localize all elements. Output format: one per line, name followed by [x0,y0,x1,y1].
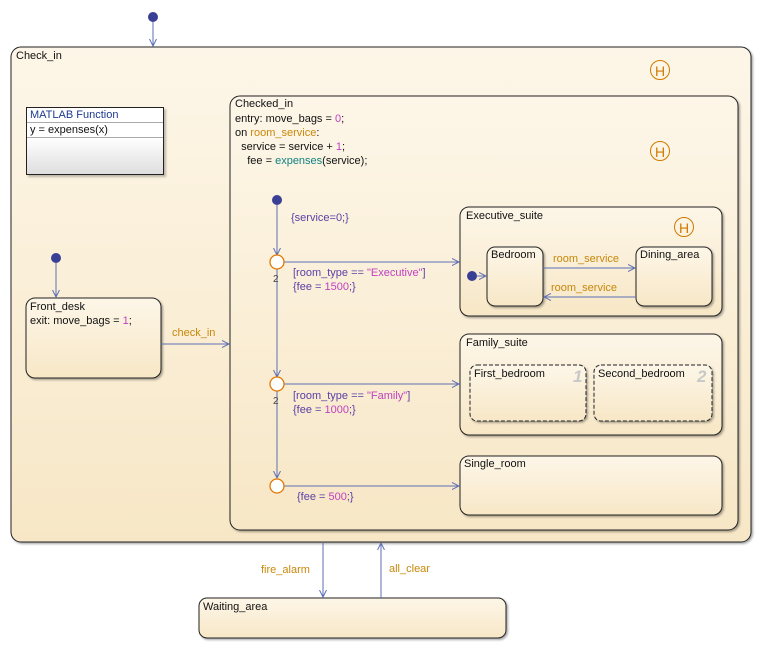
label-family-condition[interactable]: [room_type == "Family"] [293,390,411,402]
label-exec-action[interactable]: {fee = 1500;} [293,281,356,293]
default-transition-dot-bedroom[interactable] [467,271,477,281]
history-junction-executive-suite[interactable]: H [674,217,694,237]
checked-in-entry-action: entry: move_bags = 0; [235,113,345,125]
state-title-waiting-area: Waiting_area [203,601,268,613]
state-title-bedroom: Bedroom [491,249,536,261]
label-fire-alarm[interactable]: fire_alarm [261,564,310,576]
matlab-function-block[interactable]: MATLAB Function y = expenses(x) [26,107,164,175]
history-junction-checked-in[interactable]: H [650,141,670,161]
state-title-dining-area: Dining_area [640,249,700,261]
state-bedroom[interactable] [486,246,544,307]
label-service-init[interactable]: {service=0;} [291,212,349,224]
label-family-action[interactable]: {fee = 1000;} [293,404,356,416]
label-single-action[interactable]: {fee = 500;} [297,491,354,503]
default-transition-dot-front-desk[interactable] [51,253,61,263]
state-single-room[interactable] [459,455,723,516]
front-desk-exit-action: exit: move_bags = 1; [30,315,132,327]
state-first-bedroom[interactable] [469,364,587,422]
junction-order-number-2: 2 [273,396,279,407]
parallel-number-second: 2 [697,367,707,386]
label-all-clear[interactable]: all_clear [389,563,430,575]
checked-in-service-action: service = service + 1; [235,141,346,153]
state-title-checked-in: Checked_in [235,98,294,110]
state-title-executive-suite: Executive_suite [466,210,544,222]
default-transition-dot-checked-in[interactable] [272,195,282,205]
state-title-front-desk: Front_desk [30,301,86,313]
parallel-number-first: 1 [573,367,583,386]
label-room-service-back[interactable]: room_service [551,282,618,294]
state-title-family-suite: Family_suite [466,337,528,349]
checked-in-on-event: on room_service: [235,127,320,139]
matlab-function-header: MATLAB Function [27,108,163,123]
label-exec-condition[interactable]: [room_type == "Executive"] [293,267,426,279]
checked-in-fee-action: fee = expenses(service); [241,155,368,167]
default-transition-dot-top[interactable] [148,12,158,22]
state-second-bedroom[interactable] [593,364,713,422]
state-dining-area[interactable] [635,246,713,307]
label-room-service-forward[interactable]: room_service [553,253,620,265]
junction-order-number-1: 2 [273,274,279,285]
junction-1[interactable] [269,254,285,270]
state-front-desk[interactable] [25,297,162,379]
junction-2[interactable] [269,376,285,392]
matlab-function-signature: y = expenses(x) [27,123,163,138]
history-junction-check-in[interactable]: H [650,60,670,80]
state-title-single-room: Single_room [464,458,526,470]
label-check-in[interactable]: check_in [172,327,216,339]
state-title-check-in: Check_in [16,50,62,62]
junction-3[interactable] [269,478,285,494]
state-title-second-bedroom: Second_bedroom [598,368,685,380]
state-title-first-bedroom: First_bedroom [474,368,545,380]
state-waiting-area[interactable] [198,597,507,639]
